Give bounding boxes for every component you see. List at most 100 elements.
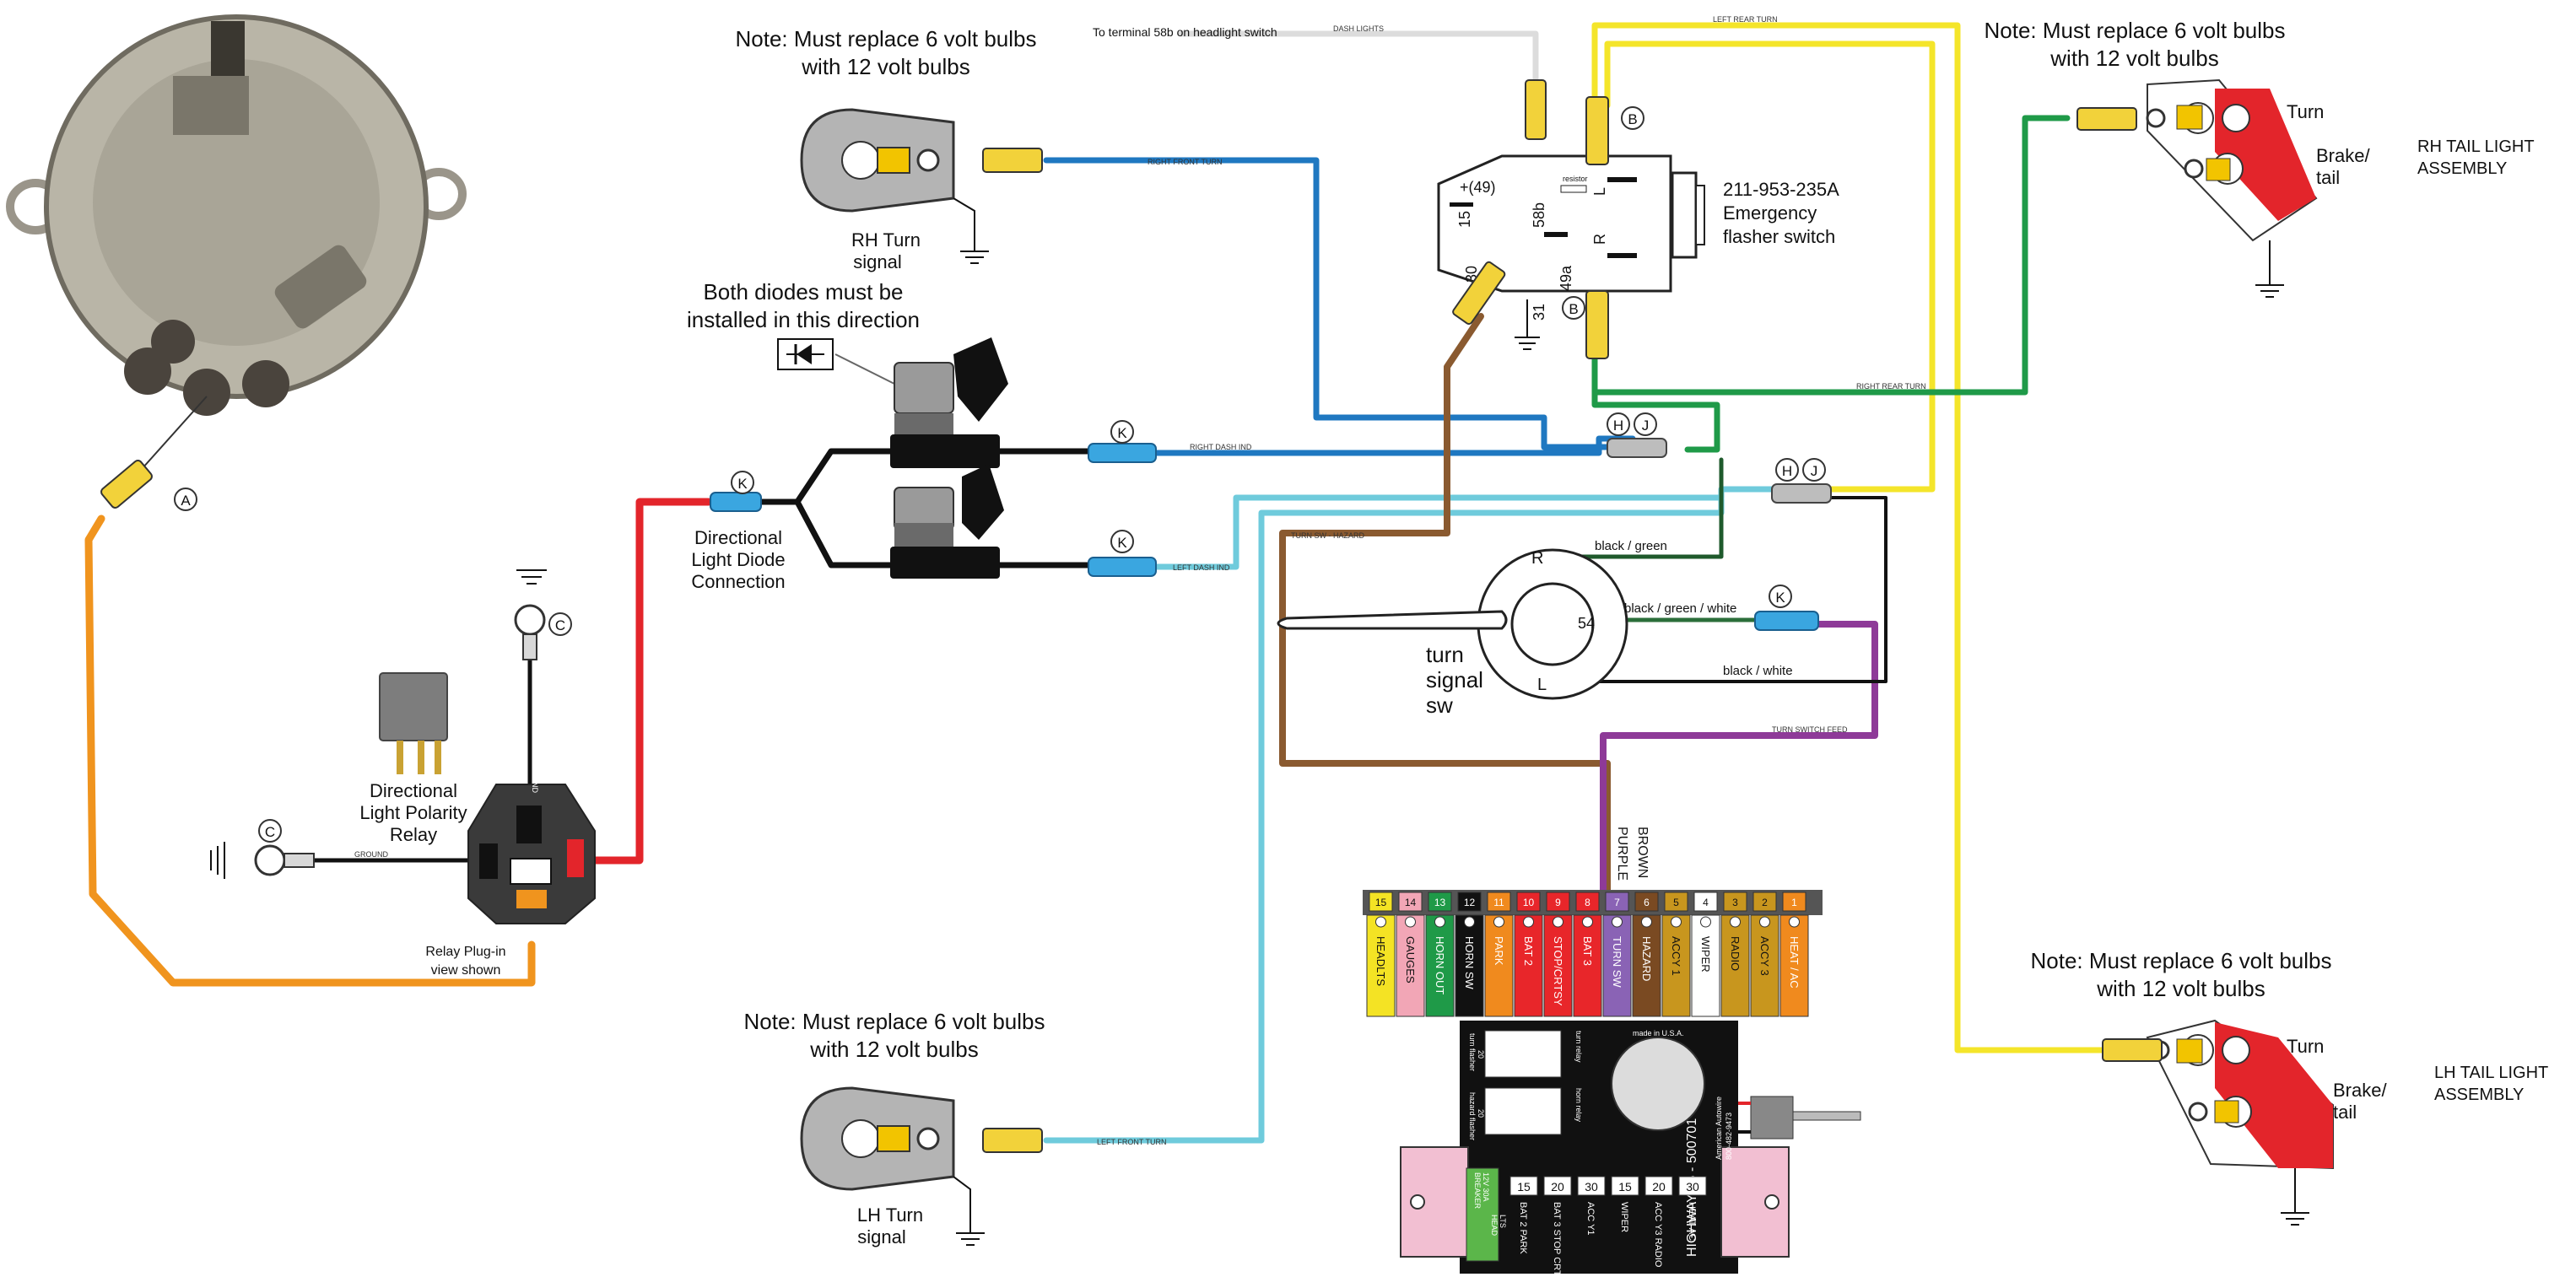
- terminal-screw: [1700, 916, 1711, 928]
- circuit-terminal: [1602, 914, 1632, 1017]
- speedo-socket-4: [151, 320, 195, 364]
- lh-front-lamp-terminal: [916, 1127, 940, 1150]
- wire-black-green: [1558, 457, 1724, 559]
- lh-tail-terminal-2: [2188, 1102, 2208, 1122]
- blade-fuse: [1543, 1176, 1572, 1196]
- fuse-number-tab: [1546, 892, 1570, 912]
- lh-tail-assembly-1: LH TAIL LIGHT: [2434, 1064, 2548, 1082]
- marker-k-label: K: [1117, 425, 1127, 441]
- ring-terminal-left: [254, 844, 286, 876]
- relay-label-1: Directional: [370, 780, 457, 801]
- black-white-label: black / white: [1723, 664, 1793, 678]
- wire-label-dash-lights: DASH LIGHTS: [1333, 24, 1384, 33]
- fuse-name: HEAT AC: [1687, 1202, 1697, 1241]
- rh-tail-assembly-1: RH TAIL LIGHT: [2417, 137, 2535, 156]
- marker-j-label: J: [1811, 463, 1818, 479]
- terminal-screw: [1493, 916, 1504, 928]
- ground-icon: [2255, 284, 2284, 298]
- diode-leader: [834, 353, 895, 385]
- lh-tail-brake-label-1: Brake/: [2333, 1080, 2387, 1101]
- fuse-number: 8: [1585, 897, 1590, 908]
- wire-left-dash-ind: [1153, 486, 1775, 570]
- speedo-cable: [274, 245, 367, 329]
- k-connector-upper: [1088, 443, 1157, 463]
- wire-orange: [84, 515, 536, 987]
- terminal-screw: [1730, 916, 1741, 928]
- lh-tail-turn-bulb-2: [2222, 1036, 2250, 1064]
- switch-lever: [1277, 610, 1508, 630]
- black-green-white-label: black / green / white: [1624, 601, 1736, 616]
- tag-value-1: 20: [1477, 1050, 1485, 1059]
- marker-c: [548, 612, 572, 636]
- circuit-label: HAZARD: [1640, 936, 1653, 981]
- flasher-switch: +(49) 15 58b resistor 30 49a 31 L R 211-…: [1093, 15, 1926, 391]
- side-text-1: American Autowire: [1715, 1096, 1723, 1160]
- relay-plugin-label-1: Relay Plug-in: [425, 945, 505, 959]
- wire-left-rear-turn-2: [1604, 40, 1936, 493]
- lh-tail-assembly-2: ASSEMBLY: [2434, 1086, 2524, 1104]
- circuit-terminal: [1396, 914, 1425, 1017]
- lh-tail-bulb-base: [2176, 1038, 2203, 1064]
- ground-icon: [2281, 1212, 2309, 1226]
- fuse-number-tab: [1398, 892, 1423, 912]
- fuse-name: ACC Y3 RADIO: [1653, 1202, 1663, 1268]
- flasher-term-49: +(49): [1460, 179, 1496, 196]
- lh-tail-note-1: Note: Must replace 6 volt bulbs: [2031, 948, 2332, 973]
- flasher-term-R: R: [1591, 234, 1608, 245]
- terminal-screw: [1759, 916, 1770, 928]
- flasher-round: [1611, 1037, 1705, 1131]
- turn-sw-label-2: signal: [1426, 667, 1483, 692]
- circuit-terminal: [1632, 914, 1661, 1017]
- breaker-label-1: BREAKER: [1473, 1172, 1482, 1210]
- fuse-number-tab: [1575, 892, 1600, 912]
- socket-slot-left: [479, 843, 498, 879]
- marker-a-label: A: [181, 493, 191, 509]
- circuit-label: TURN SW: [1611, 936, 1623, 988]
- lh-front-bulb-base: [877, 1125, 910, 1152]
- made-in-label: made in U.S.A.: [1633, 1029, 1684, 1037]
- wires: [84, 22, 2109, 1144]
- lh-front-ground-wire: [953, 1176, 971, 1233]
- flasher-term-L: L: [1591, 187, 1608, 196]
- diode-lower: [890, 464, 1004, 579]
- marker-k: [1769, 585, 1792, 608]
- wire-dash-lights: [1178, 30, 1539, 92]
- ring-terminal-top: [514, 604, 546, 636]
- fuse-number-tab: [1664, 892, 1688, 912]
- wire-label-left-front-turn: LEFT FRONT TURN: [1097, 1138, 1167, 1146]
- turn-sw-label-1: turn: [1426, 642, 1464, 667]
- circuit-terminal: [1720, 914, 1750, 1017]
- fuse-number-tab: [1752, 892, 1777, 912]
- marker-j-label: J: [1642, 418, 1650, 434]
- wire-brown-hazard: [1279, 313, 1611, 897]
- marker-b: [1621, 106, 1644, 130]
- fuse-number: 12: [1464, 897, 1476, 908]
- lh-tail-brake-label-2: tail: [2333, 1102, 2357, 1123]
- hj-connector-upper: [1607, 438, 1667, 458]
- circuit-terminal: [1779, 914, 1809, 1017]
- fuse-number: 15: [1375, 897, 1387, 908]
- k-connector-diode: [710, 492, 762, 512]
- fuse-tag-1: turn flasher: [1468, 1033, 1477, 1071]
- lh-front-connector: [982, 1128, 1043, 1153]
- marker-b-label: B: [1628, 111, 1637, 127]
- circuit-label: HEADLTS: [1374, 936, 1387, 986]
- fuse-amp: 20: [1551, 1180, 1564, 1193]
- flasher-term-58b: 58b: [1531, 202, 1547, 228]
- blade-fuse: [1509, 1176, 1538, 1196]
- switch-term-R: R: [1531, 549, 1543, 568]
- polarity-relay: Directional Light Polarity Relay Relay P…: [210, 569, 596, 978]
- fuse-amp: 15: [1618, 1180, 1632, 1193]
- brown-label: BROWN: [1635, 827, 1650, 878]
- blade-fuse: [1577, 1176, 1606, 1196]
- rh-tail-brake-label-1: Brake/: [2316, 145, 2370, 166]
- rh-tail-brake-base: [2206, 158, 2231, 181]
- ground-icon: [516, 569, 547, 585]
- marker-c-label: C: [555, 617, 565, 633]
- black-green-label: black / green: [1595, 539, 1667, 553]
- fuse-amp: 15: [1517, 1180, 1531, 1193]
- fuse-number-tab: [1428, 892, 1452, 912]
- marker-k-label: K: [737, 476, 748, 492]
